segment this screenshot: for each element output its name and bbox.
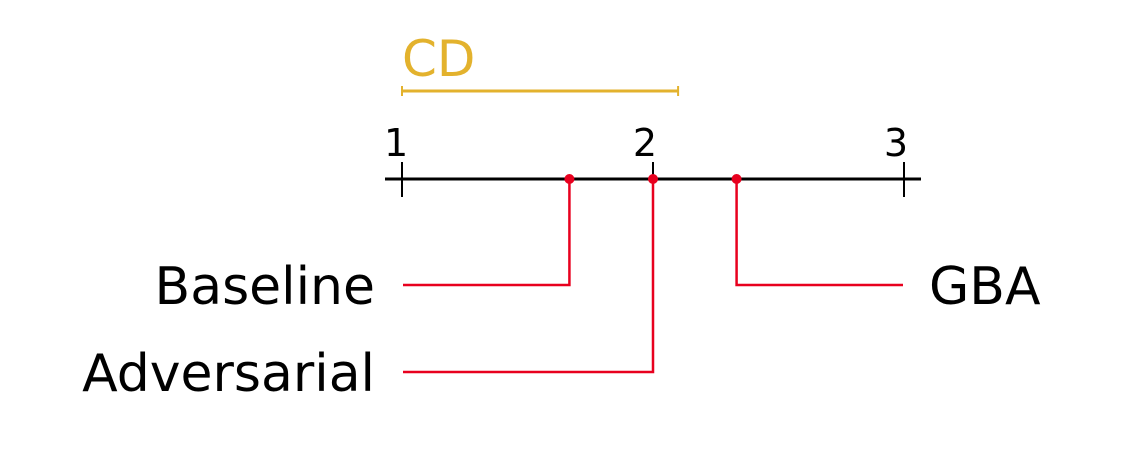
method-label: Adversarial (82, 344, 375, 404)
method-connector (403, 179, 655, 374)
tick-label: 3 (884, 121, 908, 165)
method-connector (403, 179, 571, 287)
method-rank-marker (564, 174, 575, 184)
cd-label: CD (402, 30, 475, 88)
method-rank-marker (731, 174, 742, 184)
tick-label: 1 (384, 121, 408, 165)
method-rank-marker (648, 174, 658, 184)
method-label: GBA (929, 257, 1041, 317)
method-connector (735, 179, 903, 287)
method-label: Baseline (155, 257, 375, 317)
tick-label: 2 (633, 121, 657, 165)
